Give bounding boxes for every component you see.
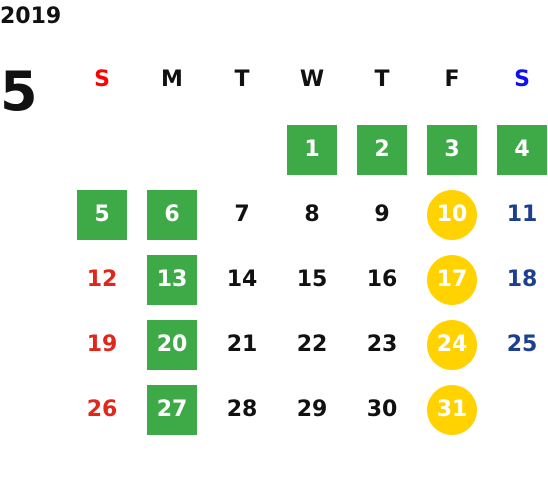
day-number: 8 xyxy=(304,202,320,227)
day-number: 25 xyxy=(506,332,538,357)
day-cell-13: 13 xyxy=(142,250,202,310)
day-number: 18 xyxy=(506,267,538,292)
day-cell-4: 4 xyxy=(492,120,548,180)
day-number: 23 xyxy=(366,332,398,357)
calendar-month: 5 xyxy=(0,60,38,123)
day-number: 15 xyxy=(296,267,328,292)
day-cell-14: 14 xyxy=(212,250,272,310)
day-marker-green: 13 xyxy=(147,255,197,305)
day-number: 12 xyxy=(86,267,118,292)
day-cell-10: 10 xyxy=(422,185,482,245)
day-marker-green: 6 xyxy=(147,190,197,240)
day-cell-6: 6 xyxy=(142,185,202,245)
weekday-header-sun: S xyxy=(94,67,110,92)
day-marker-green: 4 xyxy=(497,125,547,175)
day-cell-31: 31 xyxy=(422,380,482,440)
day-cell-24: 24 xyxy=(422,315,482,375)
day-cell-5: 5 xyxy=(72,185,132,245)
day-cell-2: 2 xyxy=(352,120,412,180)
weekday-header-sat: S xyxy=(514,67,530,92)
day-marker-green: 3 xyxy=(427,125,477,175)
day-marker-gold: 31 xyxy=(427,385,477,435)
day-cell-29: 29 xyxy=(282,380,342,440)
day-marker-gold: 17 xyxy=(427,255,477,305)
day-cell-30: 30 xyxy=(352,380,412,440)
day-number: 9 xyxy=(374,202,390,227)
weekday-header-tue: T xyxy=(234,67,250,92)
day-marker-green: 20 xyxy=(147,320,197,370)
day-number: 19 xyxy=(86,332,118,357)
day-cell-18: 18 xyxy=(492,250,548,310)
day-number: 22 xyxy=(296,332,328,357)
day-number: 16 xyxy=(366,267,398,292)
day-cell-21: 21 xyxy=(212,315,272,375)
day-cell-22: 22 xyxy=(282,315,342,375)
day-marker-green: 2 xyxy=(357,125,407,175)
day-number: 21 xyxy=(226,332,258,357)
day-cell-26: 26 xyxy=(72,380,132,440)
weekday-header-mon: M xyxy=(161,67,183,92)
calendar-year: 2019 xyxy=(0,4,62,29)
day-marker-green: 1 xyxy=(287,125,337,175)
day-cell-12: 12 xyxy=(72,250,132,310)
day-marker-green: 5 xyxy=(77,190,127,240)
day-cell-15: 15 xyxy=(282,250,342,310)
day-cell-23: 23 xyxy=(352,315,412,375)
day-cell-7: 7 xyxy=(212,185,272,245)
day-cell-27: 27 xyxy=(142,380,202,440)
day-cell-20: 20 xyxy=(142,315,202,375)
day-number: 28 xyxy=(226,397,258,422)
day-number: 26 xyxy=(86,397,118,422)
day-marker-gold: 24 xyxy=(427,320,477,370)
day-cell-28: 28 xyxy=(212,380,272,440)
day-cell-3: 3 xyxy=(422,120,482,180)
day-marker-green: 27 xyxy=(147,385,197,435)
weekday-header-fri: F xyxy=(444,67,460,92)
weekday-header-thu: T xyxy=(374,67,390,92)
day-number: 29 xyxy=(296,397,328,422)
day-cell-25: 25 xyxy=(492,315,548,375)
weekday-header-wed: W xyxy=(299,67,325,92)
day-number: 7 xyxy=(234,202,250,227)
day-cell-16: 16 xyxy=(352,250,412,310)
day-cell-19: 19 xyxy=(72,315,132,375)
day-cell-11: 11 xyxy=(492,185,548,245)
day-cell-17: 17 xyxy=(422,250,482,310)
day-number: 11 xyxy=(506,202,538,227)
day-cell-1: 1 xyxy=(282,120,342,180)
day-number: 14 xyxy=(226,267,258,292)
day-cell-9: 9 xyxy=(352,185,412,245)
day-marker-gold: 10 xyxy=(427,190,477,240)
day-number: 30 xyxy=(366,397,398,422)
day-cell-8: 8 xyxy=(282,185,342,245)
